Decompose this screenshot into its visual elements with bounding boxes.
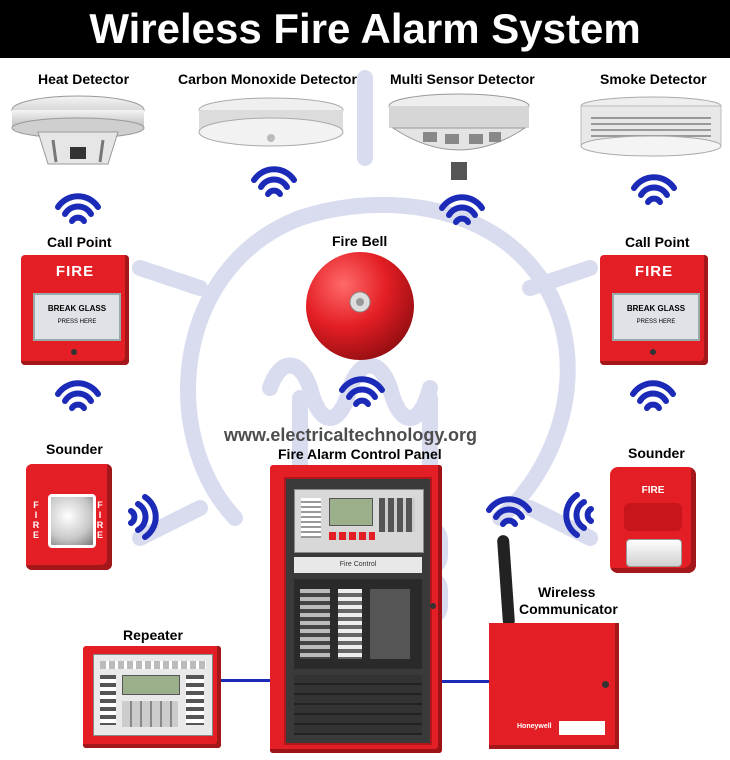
wifi-icon: [336, 368, 388, 410]
co-detector-icon: [198, 97, 344, 147]
wifi-icon: [560, 490, 600, 540]
sounder-grille: [624, 503, 682, 531]
lcd-display: [122, 675, 180, 695]
repeater-panel-link: [221, 679, 270, 682]
press-here-text: PRESS HERE: [57, 319, 97, 325]
lock-icon: [602, 681, 609, 688]
battery-compartment: [294, 675, 422, 735]
led-column: [100, 675, 116, 725]
function-buttons: [329, 532, 375, 540]
keypad-buttons: [122, 701, 178, 727]
fire-bell-label: Fire Bell: [332, 233, 388, 249]
lock-icon: [430, 603, 436, 609]
panel-keypad: [294, 489, 424, 553]
led-column: [186, 675, 204, 725]
strobe-lens: [48, 494, 96, 548]
multi-sensor-label: Multi Sensor Detector: [390, 71, 535, 87]
communicator-label-line1: Wireless: [538, 584, 596, 600]
control-panel: Fire Control: [270, 465, 442, 753]
website-watermark: www.electricaltechnology.org: [224, 425, 478, 445]
sounder-fire-text: FIRE: [641, 485, 665, 496]
sounder-left-label: Sounder: [46, 441, 103, 457]
call-point-left-label: Call Point: [47, 234, 112, 250]
module-card: [338, 589, 362, 659]
led-strip: [301, 498, 321, 538]
repeater-face: [93, 654, 213, 736]
control-panel-window: Fire Control: [284, 477, 432, 745]
screw-icon: [650, 349, 656, 355]
wifi-icon: [52, 372, 104, 414]
call-point-right-label: Call Point: [625, 234, 690, 250]
module-card: [370, 589, 410, 659]
title-bar: [0, 0, 730, 58]
wifi-icon: [436, 186, 488, 228]
communicator-brand: Honeywell: [517, 723, 552, 730]
keypad-buttons: [379, 498, 415, 532]
fire-bell-icon: [306, 252, 414, 360]
wireless-communicator: Honeywell: [489, 623, 619, 749]
heat-detector-icon: [11, 95, 145, 165]
sounder-right-label: Sounder: [628, 445, 685, 461]
led-strip: [100, 661, 206, 669]
call-point-right: FIRE BREAK GLASS PRESS HERE: [600, 255, 708, 365]
heat-detector-label: Heat Detector: [38, 71, 130, 87]
smoke-detector-icon: [580, 96, 722, 157]
wifi-icon: [628, 166, 680, 208]
strobe-lens: [626, 539, 682, 567]
press-here-text: PRESS HERE: [636, 319, 676, 325]
co-detector-label: Carbon Monoxide Detector: [178, 71, 357, 87]
break-glass-text: BREAK GLASS: [626, 304, 686, 313]
call-point-fire-text: FIRE: [55, 263, 95, 280]
lcd-display: [329, 498, 373, 526]
call-point-fire-text: FIRE: [634, 263, 674, 280]
multi-sensor-icon: [388, 93, 530, 180]
break-glass-panel: BREAK GLASS PRESS HERE: [33, 293, 121, 341]
wifi-icon: [122, 492, 162, 542]
module-card: [300, 589, 330, 659]
repeater: [83, 646, 221, 748]
wifi-icon: [248, 158, 300, 200]
panel-communicator-link: [442, 680, 489, 683]
smoke-detector-label: Smoke Detector: [600, 71, 707, 87]
control-panel-label: Fire Alarm Control Panel: [278, 446, 442, 462]
wifi-icon: [52, 185, 104, 227]
panel-modules: [294, 579, 422, 669]
communicator-sticker: [559, 721, 605, 735]
wifi-icon: [483, 488, 535, 530]
call-point-left: FIRE BREAK GLASS PRESS HERE: [21, 255, 129, 365]
break-glass-text: BREAK GLASS: [47, 304, 107, 313]
break-glass-panel: BREAK GLASS PRESS HERE: [612, 293, 700, 341]
repeater-label: Repeater: [123, 627, 183, 643]
communicator-label-line2: Communicator: [519, 601, 618, 617]
screw-icon: [71, 349, 77, 355]
page-title: Wireless Fire Alarm System: [89, 5, 641, 52]
panel-brand-strip: Fire Control: [294, 557, 422, 573]
sounder-right: FIRE: [610, 467, 696, 573]
wifi-icon: [627, 372, 679, 414]
